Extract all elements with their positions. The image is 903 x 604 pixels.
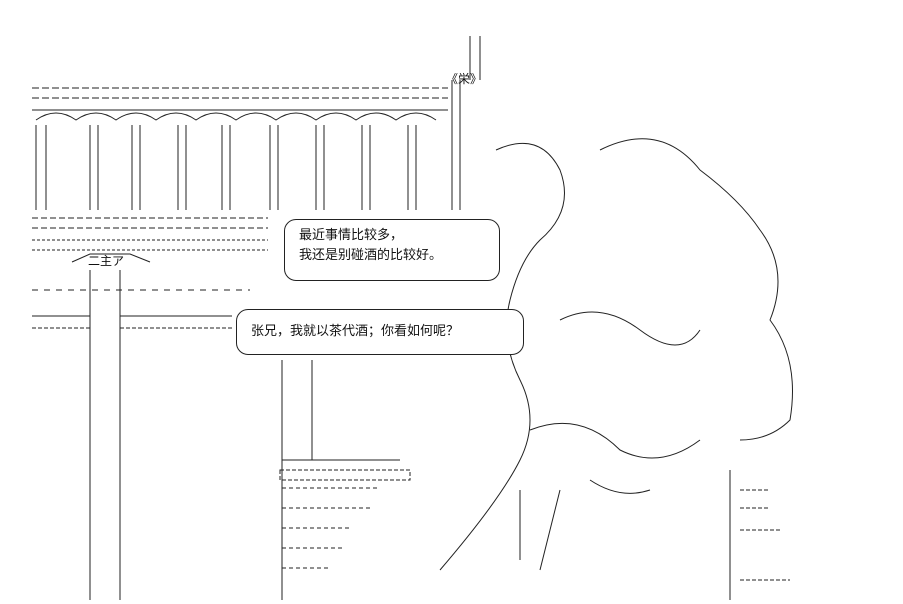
sign-text: 《栄》 — [446, 72, 483, 86]
character-arm — [559, 311, 701, 346]
speech-bubble-2: 张兄，我就以茶代酒；你看如何呢？ — [236, 309, 524, 355]
speech-line-1: 最近事情比较多， — [299, 228, 404, 243]
speech-line-2: 我还是别碰酒的比较好。 — [299, 248, 443, 263]
lower-body — [519, 479, 651, 571]
speech-text: 张兄，我就以茶代酒；你看如何呢？ — [251, 324, 460, 339]
speech-bubble-1: 最近事情比较多， 我还是别碰酒的比较好。 — [284, 219, 500, 281]
cup-area — [529, 422, 701, 459]
character-right-outline — [599, 138, 793, 441]
awning — [71, 253, 151, 263]
roof-arches — [35, 112, 437, 121]
bench-hatch — [282, 487, 380, 569]
shop-sign: 二主ア — [88, 254, 125, 268]
pillar-row — [35, 80, 461, 210]
bench-top — [279, 469, 411, 481]
right-hatch — [740, 489, 790, 581]
character-left-outline — [439, 142, 565, 571]
